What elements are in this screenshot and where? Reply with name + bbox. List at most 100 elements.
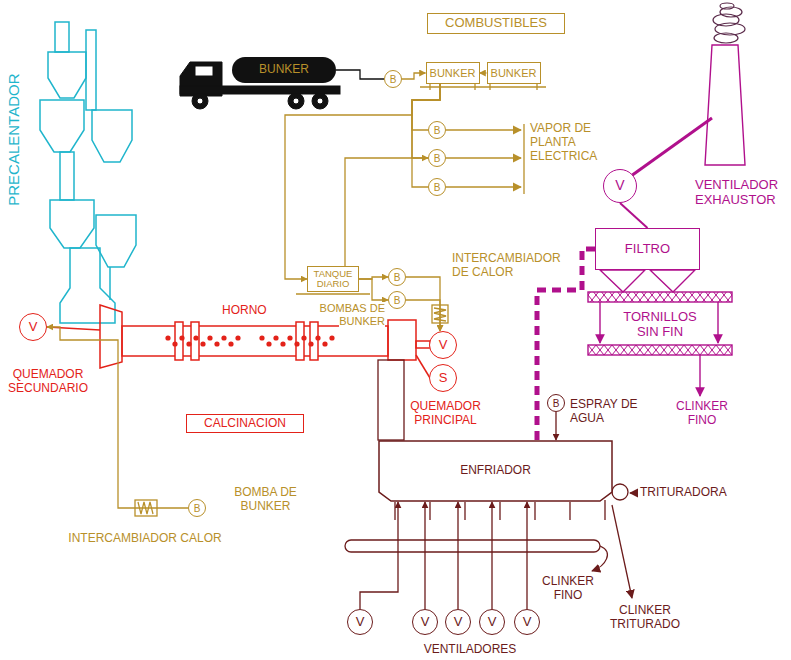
part-label: QUEMADOR SECUNDARIO bbox=[8, 367, 88, 395]
pipe-connector bbox=[526, 502, 527, 609]
storage-tank: BUNKER bbox=[487, 62, 541, 84]
chain-dot bbox=[235, 335, 240, 340]
part-label: VENTILADOR EXHAUSTOR bbox=[695, 177, 778, 207]
cooler-equipment-part bbox=[569, 502, 570, 520]
label-box: TRITURADORA bbox=[640, 486, 730, 500]
kiln-part bbox=[122, 326, 388, 356]
part-label: VENTILADORES bbox=[424, 642, 517, 656]
node-text: B bbox=[429, 125, 445, 136]
filter-equipment-part bbox=[599, 302, 600, 343]
filter-equipment-part bbox=[600, 270, 645, 292]
filter-equipment bbox=[588, 45, 745, 396]
part-label: BOMBA DE BUNKER bbox=[234, 485, 297, 513]
label-box: INTERCAMBIADOR CALOR bbox=[55, 532, 235, 546]
node-text: V bbox=[413, 615, 437, 629]
pipe-connector bbox=[402, 73, 426, 79]
node-text: B bbox=[429, 182, 445, 193]
node-text: BUNKER bbox=[430, 67, 476, 79]
day-tank: TANQUE DIARIO bbox=[307, 266, 359, 292]
fuel-equipment-part bbox=[523, 124, 524, 194]
chain-dot bbox=[165, 335, 170, 340]
blower-symbol: S bbox=[429, 364, 457, 392]
part-label: CLINKER FINO bbox=[542, 574, 594, 602]
pipe-connector bbox=[47, 327, 188, 508]
fuel-equipment-part bbox=[536, 84, 537, 90]
truck-part bbox=[288, 93, 304, 109]
preheater-tower-part bbox=[109, 267, 111, 300]
node-text: B bbox=[389, 295, 405, 306]
kiln-part bbox=[416, 341, 430, 348]
part-label: CLINKER FINO bbox=[676, 399, 728, 427]
truck-part bbox=[293, 98, 299, 104]
chain-dot bbox=[287, 335, 292, 340]
kiln-chain bbox=[165, 335, 334, 346]
pipe-connector bbox=[457, 502, 458, 609]
kiln-part bbox=[175, 322, 183, 360]
label-box: HORNO bbox=[222, 304, 272, 318]
pump-symbol: B bbox=[384, 70, 402, 88]
pump-symbol: B bbox=[388, 291, 406, 309]
part-label: HORNO bbox=[222, 303, 267, 317]
node-text: ENFRIADOR bbox=[381, 464, 610, 477]
preheater-tower bbox=[40, 22, 136, 323]
node-text: COMBUSTIBLES bbox=[431, 16, 561, 30]
filter-box: FILTRO bbox=[595, 228, 700, 270]
fuel-equipment-part bbox=[429, 84, 430, 90]
part-label: CLINKER TRITURADO bbox=[610, 603, 680, 631]
part-label: INTERCAMBIADOR CALOR bbox=[68, 531, 221, 545]
fan-symbol: V bbox=[603, 169, 637, 203]
label-box: CLINKER FINO bbox=[538, 575, 598, 603]
filter-equipment-part bbox=[631, 118, 712, 176]
node-text: V bbox=[348, 615, 372, 629]
pump-symbol: B bbox=[428, 178, 446, 196]
pipe-connector bbox=[345, 158, 428, 266]
filter-equipment-part bbox=[717, 302, 718, 343]
fan-symbol: V bbox=[347, 609, 373, 635]
smoke-part bbox=[713, 14, 739, 26]
pump-symbol: B bbox=[547, 394, 565, 412]
chain-dot bbox=[200, 341, 205, 346]
chain-dot bbox=[280, 341, 285, 346]
cooler-box: ENFRIADOR bbox=[378, 440, 613, 502]
truck-part bbox=[192, 93, 208, 109]
chain-dot bbox=[294, 341, 299, 346]
pump-symbol: B bbox=[388, 268, 406, 286]
cooler-equipment-part bbox=[499, 502, 500, 520]
chain-dot bbox=[207, 335, 212, 340]
preheater-tower-part bbox=[55, 22, 69, 52]
smoke-part bbox=[720, 3, 734, 9]
cooler-equipment-part bbox=[630, 492, 637, 493]
cooler-equipment-part bbox=[464, 502, 465, 520]
kiln-part bbox=[310, 322, 318, 360]
chain-dot bbox=[301, 335, 306, 340]
cooler-equipment-part bbox=[378, 360, 404, 440]
kiln-part bbox=[296, 322, 304, 360]
chain-dot bbox=[329, 335, 334, 340]
node-text: B bbox=[548, 398, 564, 409]
node-text: V bbox=[480, 615, 504, 629]
chain-dot bbox=[266, 341, 271, 346]
label-box: BOMBAS DE BUNKER bbox=[305, 302, 385, 327]
part-label: INTERCAMBIADOR DE CALOR bbox=[452, 251, 561, 279]
truck-part bbox=[195, 66, 213, 76]
label-box: TORNILLOS SIN FIN bbox=[615, 310, 705, 340]
fuel-equipment-part bbox=[446, 157, 521, 158]
kiln-part bbox=[191, 322, 199, 360]
chain-dot bbox=[308, 341, 313, 346]
node-text: FILTRO bbox=[599, 242, 696, 256]
label-box: ESPRAY DE AGUA bbox=[570, 398, 642, 426]
node-text: V bbox=[20, 320, 46, 334]
vertical-label: PRECALENTADOR bbox=[5, 74, 22, 206]
cooler-equipment-part bbox=[429, 502, 430, 520]
part-label: VAPOR DE PLANTA ELECTRICA bbox=[530, 121, 597, 163]
node-text: B bbox=[189, 503, 205, 514]
kiln-part bbox=[416, 355, 430, 378]
storage-tank: BUNKER bbox=[426, 62, 480, 84]
preheater-tower-part bbox=[50, 200, 94, 248]
pipe-connector bbox=[620, 203, 648, 228]
node-text: BUNKER bbox=[235, 63, 333, 76]
node-text: V bbox=[604, 178, 636, 193]
fuel-equipment-part bbox=[446, 186, 521, 187]
fan-symbol: V bbox=[514, 609, 540, 635]
cooler-equipment-part bbox=[394, 502, 395, 520]
